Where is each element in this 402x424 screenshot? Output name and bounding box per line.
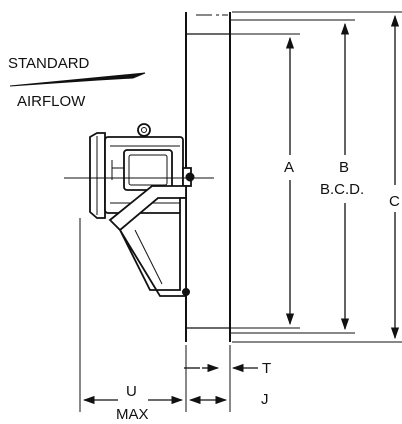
dimension-label-bcd: B.C.D. — [320, 181, 364, 198]
dimension-label-j: J — [261, 391, 269, 408]
airflow-label-standard: STANDARD — [8, 55, 90, 72]
airflow-indicator: STANDARD AIRFLOW — [8, 55, 146, 110]
dimension-label-u: U — [126, 383, 137, 400]
motor-assembly — [89, 123, 195, 297]
dimension-b: B B.C.D. — [230, 19, 364, 334]
dimension-u: U MAX — [79, 218, 184, 423]
dimension-label-c: C — [389, 193, 400, 210]
airflow-label-airflow: AIRFLOW — [17, 93, 86, 110]
dimension-label-max: MAX — [116, 406, 149, 423]
dimension-t: T — [184, 345, 271, 412]
dimension-label-b: B — [339, 159, 349, 176]
dimension-c: C — [232, 11, 402, 343]
dimension-j: J — [188, 391, 269, 408]
dimension-label-t: T — [262, 360, 271, 377]
airflow-arrow-icon — [9, 72, 146, 87]
dimension-a: A — [230, 33, 300, 329]
dimension-label-a: A — [284, 159, 294, 176]
